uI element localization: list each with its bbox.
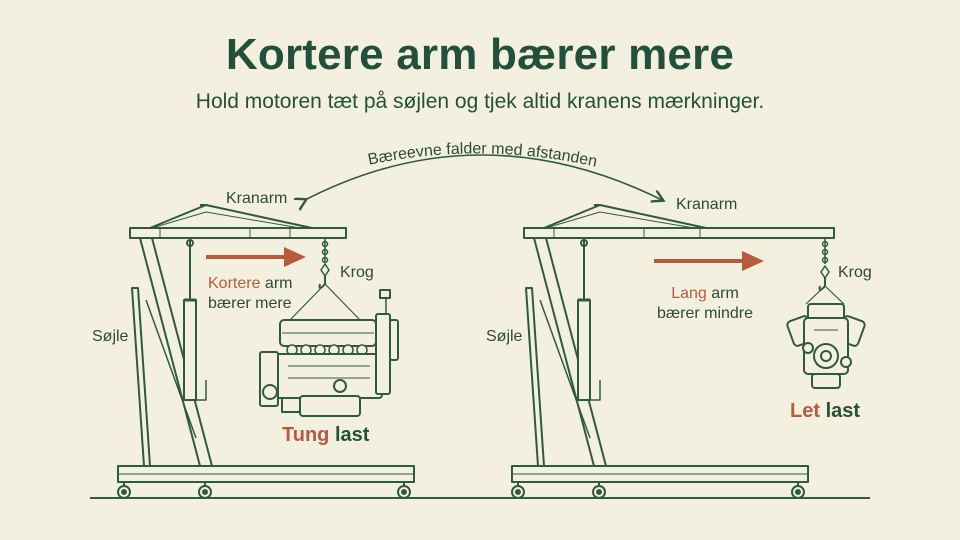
right-crane-hydraulic-ram — [576, 240, 601, 401]
left-crane-chain — [289, 238, 361, 321]
short-arm-arrow — [206, 247, 306, 267]
left-crane — [117, 204, 415, 499]
left-load-label: Tung last — [282, 424, 369, 447]
right-note-accent: Lang — [671, 285, 707, 302]
connector-label: Bæreevne falder med afstanden — [366, 140, 598, 170]
left-arm-note: Kortere arm bærer mere — [208, 274, 292, 314]
left-load-accent: Tung — [282, 424, 330, 446]
engine-small-icon — [786, 303, 866, 389]
right-crane — [511, 204, 845, 499]
left-load-rest: last — [334, 424, 370, 446]
left-crane-hydraulic-ram — [182, 240, 207, 401]
left-crane-arm — [129, 204, 347, 247]
right-crane-chain — [805, 238, 845, 305]
right-column-label: Søjle — [486, 328, 523, 345]
left-arm-label: Kranarm — [226, 190, 288, 207]
left-note-accent: Kortere — [208, 275, 261, 292]
left-note-rest: arm — [264, 275, 293, 292]
left-column-label: Søjle — [92, 328, 129, 345]
right-arm-note: Lang arm bærer mindre — [640, 284, 770, 324]
page-subtitle: Hold motoren tæt på søjlen og tjek altid… — [195, 90, 765, 113]
right-hook-label: Krog — [838, 264, 872, 281]
right-crane-arm — [523, 204, 835, 247]
right-crane-wheels — [511, 482, 805, 499]
right-load-label: Let last — [790, 400, 860, 423]
left-crane-wheels — [117, 482, 411, 499]
left-note-line2: bærer mere — [208, 295, 292, 312]
right-load-accent: Let — [790, 400, 820, 422]
right-note-rest: arm — [711, 285, 739, 302]
right-note-line2: bærer mindre — [656, 305, 754, 322]
capacity-arc-arrow — [305, 154, 662, 200]
left-hook-label: Krog — [340, 264, 374, 281]
page-title: Kortere arm bærer mere — [225, 30, 735, 79]
right-arm-label: Kranarm — [676, 196, 738, 213]
long-arm-arrow — [654, 251, 764, 271]
right-load-rest: last — [825, 400, 861, 422]
engine-large-icon — [259, 289, 399, 417]
right-crane-column — [525, 237, 607, 467]
